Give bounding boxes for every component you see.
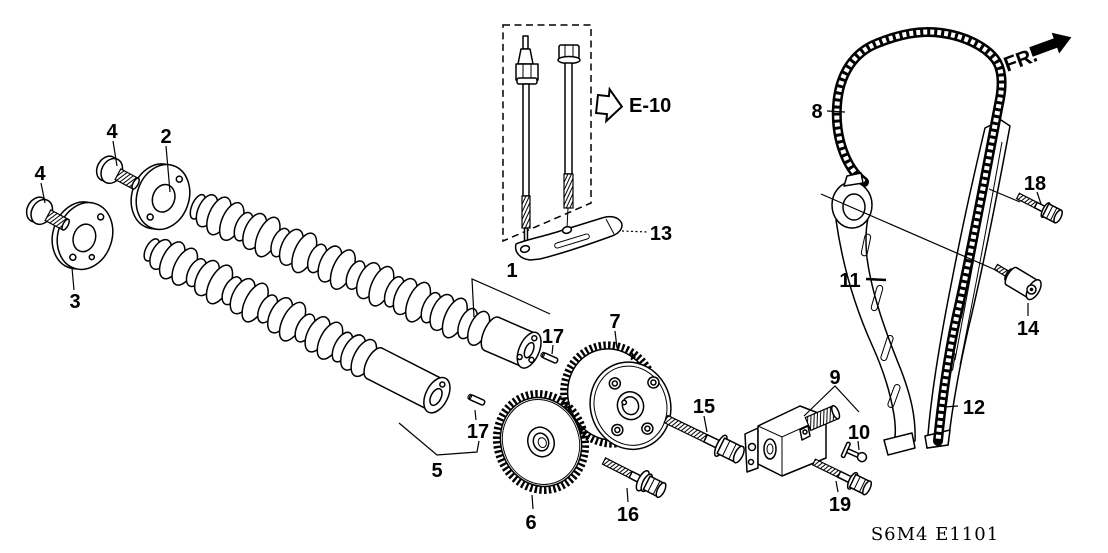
diagram-code: S6M4 E1101 <box>871 524 999 545</box>
callout-1: 1 <box>506 260 517 282</box>
cam-end-plate-2 <box>130 163 191 231</box>
callout-15: 15 <box>693 396 715 418</box>
sprocket-bolt-15 <box>663 414 745 464</box>
callout-14: 14 <box>1017 318 1040 340</box>
tensioner-pin <box>840 441 868 463</box>
sprocket-bolt-hole <box>647 376 660 389</box>
cam-chain-guide-plate <box>514 215 623 261</box>
callout-2: 2 <box>160 126 171 148</box>
callout-12: 12 <box>963 397 985 419</box>
guide-bolt-18 <box>1015 192 1063 224</box>
callout-4b: 4 <box>34 163 46 185</box>
pivot-bolt-14 <box>993 263 1042 301</box>
cam-chain <box>831 27 1007 446</box>
chain-tensioner <box>744 404 841 477</box>
vtc-sprocket <box>560 341 672 451</box>
callout-18: 18 <box>1024 173 1046 195</box>
camshaft-lower <box>143 238 451 414</box>
stud-bolt-icon <box>557 44 581 229</box>
cam-gear <box>492 390 590 494</box>
tensioner-bolt-19 <box>811 458 873 496</box>
callout-17b: 17 <box>467 421 489 443</box>
sprocket-bolt-hole <box>611 423 624 437</box>
stud-kit-box <box>502 24 592 247</box>
plate-bolt-4b <box>25 196 70 231</box>
callout-13: 13 <box>650 223 672 245</box>
stud-long-icon <box>515 35 539 247</box>
callout-7: 7 <box>609 311 620 333</box>
callout-11: 11 <box>839 270 860 292</box>
callout-labels: 1 2 3 4 4 5 6 7 8 9 10 11 12 13 14 15 16… <box>34 101 1046 534</box>
callout-19: 19 <box>829 494 851 516</box>
callout-9: 9 <box>829 367 840 389</box>
camshaft-upper <box>189 193 542 369</box>
cam-end-plate-3 <box>51 201 114 271</box>
e10-arrow-icon <box>594 86 624 124</box>
dowel-pin-17b <box>467 393 486 406</box>
callout-3: 3 <box>69 291 80 313</box>
callout-8: 8 <box>811 101 822 123</box>
callout-6: 6 <box>525 512 536 534</box>
callout-17a: 17 <box>542 326 564 348</box>
chain-guide <box>831 172 916 456</box>
dowel-pin-17a <box>540 351 559 364</box>
callout-4a: 4 <box>106 121 118 143</box>
front-direction-arrow-icon <box>1029 32 1072 57</box>
gear-bolt-16 <box>601 457 667 499</box>
tensioner-plunger <box>804 404 841 432</box>
callout-16: 16 <box>617 504 639 526</box>
callout-10: 10 <box>848 422 870 444</box>
timing-mark-icon <box>630 351 636 361</box>
sprocket-bolt-hole <box>641 422 654 435</box>
leader-lines <box>40 110 1042 510</box>
e10-reference-label: E-10 <box>629 95 671 117</box>
sprocket-bolt-hole <box>608 377 622 390</box>
callout-5: 5 <box>431 460 442 482</box>
